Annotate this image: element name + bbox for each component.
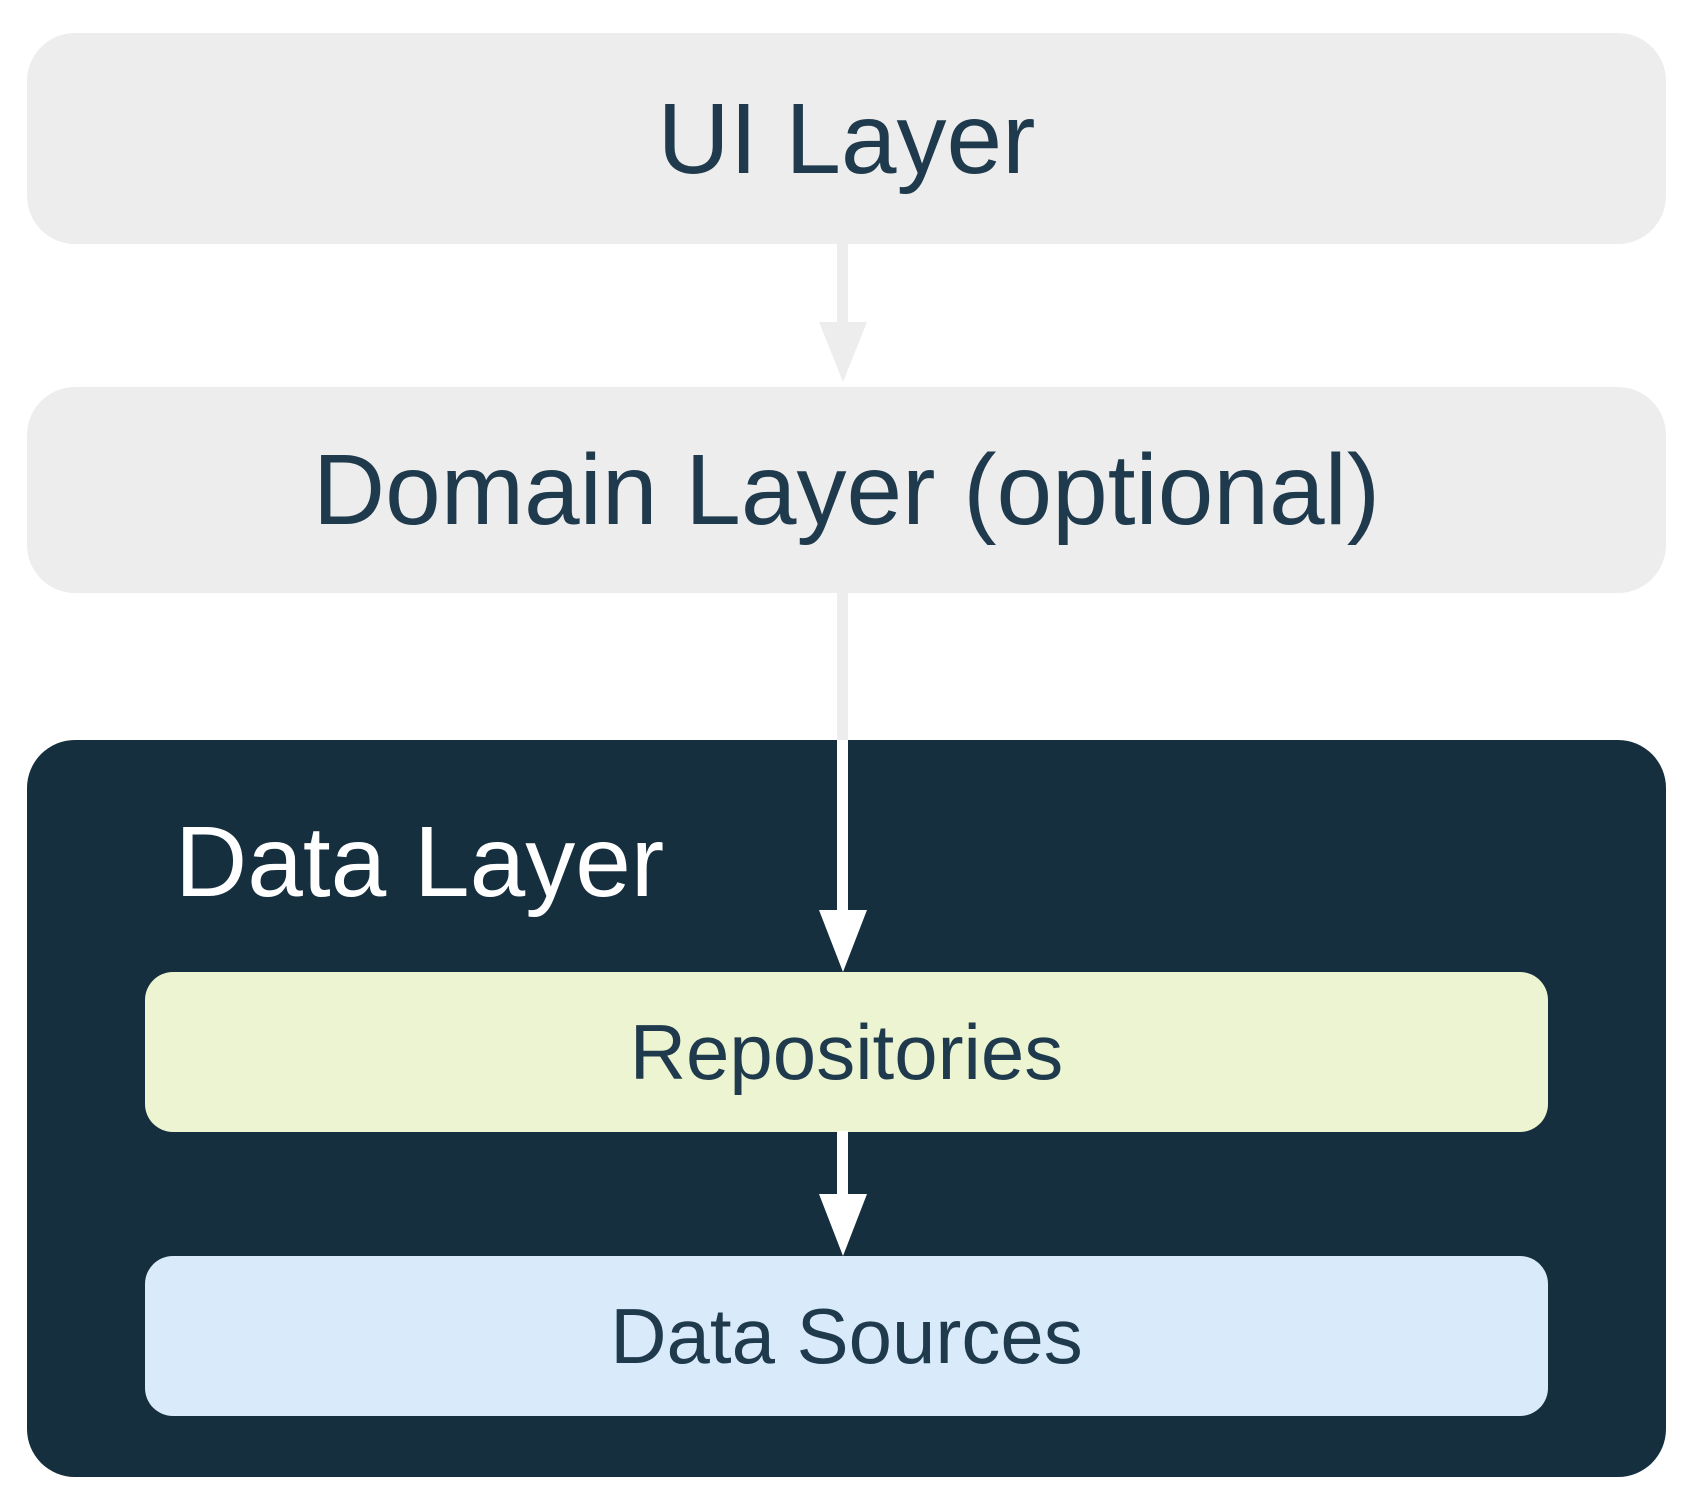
- data-sources-label: Data Sources: [610, 1292, 1083, 1380]
- arrow-domain-to-repositories-shaft-white: [837, 740, 848, 910]
- arrow-ui-to-domain-shaft: [837, 244, 848, 324]
- domain-layer-label: Domain Layer (optional): [312, 434, 1381, 546]
- node-data-sources: Data Sources: [145, 1256, 1548, 1416]
- data-layer-label: Data Layer: [175, 806, 665, 918]
- repositories-label: Repositories: [629, 1008, 1064, 1096]
- node-repositories: Repositories: [145, 972, 1548, 1132]
- node-ui-layer: UI Layer: [27, 33, 1666, 244]
- arrow-down-icon: [819, 322, 867, 382]
- node-domain-layer: Domain Layer (optional): [27, 387, 1666, 593]
- arrow-repositories-to-data-sources-shaft: [837, 1131, 848, 1195]
- ui-layer-label: UI Layer: [657, 82, 1036, 195]
- arrow-down-icon: [819, 910, 867, 972]
- arrow-domain-to-repositories-shaft-gray: [837, 593, 848, 740]
- arrow-down-icon: [819, 1194, 867, 1256]
